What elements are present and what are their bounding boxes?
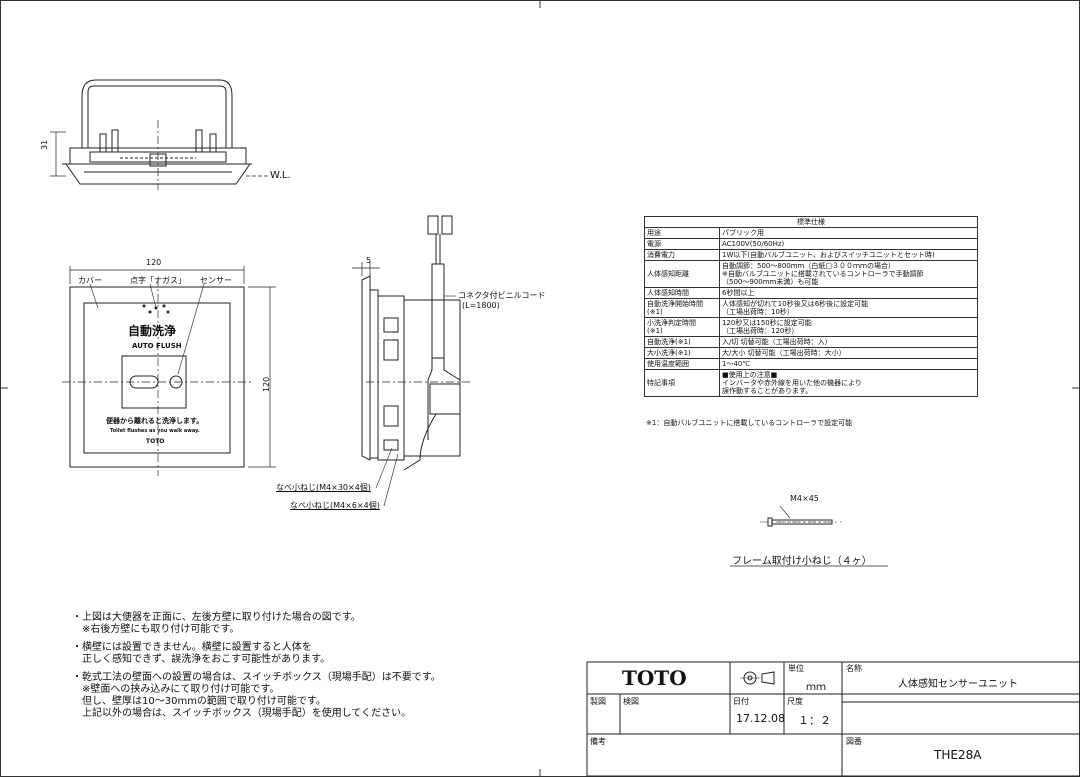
brand-logo: TOTO xyxy=(622,666,687,690)
drawn-label: 製図 xyxy=(590,697,606,706)
unit-value: ｍｍ xyxy=(806,682,826,693)
scale-label: 尺度 xyxy=(787,697,803,706)
spec-row: 人体感知距離自動調節：500～800mm（白紙□３００ｍｍの場合） ※自動バルブ… xyxy=(644,260,978,288)
panel-subtitle: AUTO FLUSH xyxy=(132,342,182,350)
panel-message-en: Toilet flushes as you walk away. xyxy=(110,428,200,434)
side-depth-dim: 5 xyxy=(366,256,372,265)
notes: ・上図は大便器を正面に、左後方壁に取り付けた場合の図です。 ※右後方壁にも取り付… xyxy=(72,612,512,726)
braille-label: 点字「ナガス」 xyxy=(130,276,186,285)
spec-key: 小洗浄判定時間 (※1) xyxy=(644,317,720,337)
note-2: ・横壁には設置できません。横壁に設置すると人体を 正しく感知できず、誤洗浄をおこ… xyxy=(72,642,331,665)
panel-brand: TOTO xyxy=(146,438,165,445)
spec-table-header: 標準仕様 xyxy=(644,216,978,228)
top-view xyxy=(50,79,268,190)
title-block xyxy=(586,661,1080,777)
name-label: 名称 xyxy=(846,664,862,673)
spec-row: 自動洗浄(※1)入/切 切替可能（工場出荷時：入） xyxy=(644,336,978,348)
note-1: ・上図は大便器を正面に、左後方壁に取り付けた場合の図です。 ※右後方壁にも取り付… xyxy=(72,612,361,635)
spec-key: 人体感知距離 xyxy=(644,260,720,288)
spec-key: 使用温度範囲 xyxy=(644,358,720,370)
frame-screw-size: M4×45 xyxy=(790,494,819,503)
panel-title: 自動洗浄 xyxy=(128,324,177,338)
spec-value: 6秒間以上 xyxy=(719,287,978,299)
spec-value: 120秒又は150秒に設定可能 （工場出荷時：120秒） xyxy=(719,317,978,337)
spec-row: 自動洗浄開始時間 (※1)人体感知が切れて10秒後又は6秒後に設定可能 （工場出… xyxy=(644,298,978,318)
spec-key: 自動洗浄(※1) xyxy=(644,336,720,348)
screw-label-1: なべ小ねじ(M4×30×4個) xyxy=(276,483,371,492)
spec-key: 用途 xyxy=(644,227,720,239)
screw-label-2: なべ小ねじ(M4×6×4個) xyxy=(290,501,380,510)
frame-screw-caption: フレーム取付け小ねじ（４ヶ） xyxy=(732,556,872,567)
spec-row: 特記事項■使用上の注意■ インバータや赤外線を用いた他の機器により 誤作動するこ… xyxy=(644,369,978,397)
spec-key: 大小洗浄(※1) xyxy=(644,347,720,359)
side-view xyxy=(352,215,470,507)
water-level-label: W.L. xyxy=(270,170,291,181)
frame-screw-drawing xyxy=(730,505,888,567)
spec-row: 小洗浄判定時間 (※1)120秒又は150秒に設定可能 （工場出荷時：120秒） xyxy=(644,317,978,337)
note-3: ・乾式工法の壁面への設置の場合は、スイッチボックス（現場手配）は不要です。 ※壁… xyxy=(72,672,441,719)
spec-key: 電源 xyxy=(644,238,720,250)
spec-value: 大/大小 切替可能（工場出荷時：大小） xyxy=(719,347,978,359)
spec-key: 消費電力 xyxy=(644,249,720,261)
spec-value: 自動調節：500～800mm（白紙□３００ｍｍの場合） ※自動バルブユニットに搭… xyxy=(719,260,978,288)
date-label: 日付 xyxy=(733,697,749,706)
spec-row: 大小洗浄(※1)大/大小 切替可能（工場出荷時：大小） xyxy=(644,347,978,359)
sensor-label: センサー xyxy=(200,276,232,285)
drawing-no-label: 図番 xyxy=(846,737,862,746)
spec-row: 用途パブリック用 xyxy=(644,227,978,239)
cord-label: コネクタ付ビニルコード xyxy=(458,291,546,300)
drawing-no: THE28A xyxy=(934,748,982,762)
remarks-label: 備考 xyxy=(590,737,606,746)
spec-value: 人体感知が切れて10秒後又は6秒後に設定可能 （工場出荷時：10秒） xyxy=(719,298,978,318)
spec-value: ■使用上の注意■ インバータや赤外線を用いた他の機器により 誤作動することがあり… xyxy=(719,369,978,397)
cord-length: (L=1800) xyxy=(462,301,500,310)
spec-value: 1W以下(自動バルブユニット、およびスイッチユニットとセット時) xyxy=(719,249,978,261)
spec-value: 入/切 切替可能（工場出荷時：入） xyxy=(719,336,978,348)
cover-label: カバー xyxy=(78,276,102,285)
spec-key: 特記事項 xyxy=(644,369,720,397)
drawing-name: 人体感知センサーユニット xyxy=(898,679,1018,690)
scale-value: １：２ xyxy=(798,714,831,727)
unit-label: 単位 xyxy=(788,664,804,673)
spec-value: 1～40℃ xyxy=(719,358,978,370)
front-height-dim: 120 xyxy=(262,376,271,392)
front-view xyxy=(62,266,276,476)
panel-message-jp: 便器から離れると洗浄します。 xyxy=(106,417,204,425)
front-width-dim: 120 xyxy=(146,258,162,267)
spec-value: パブリック用 xyxy=(719,227,978,239)
top-view-height-dim: 31 xyxy=(40,139,49,150)
spec-key: 自動洗浄開始時間 (※1) xyxy=(644,298,720,318)
spec-footnote: ※1：自動バルブユニットに搭載しているコントローラで設定可能 xyxy=(646,419,853,427)
spec-value: AC100V(50/60Hz) xyxy=(719,238,978,250)
spec-key: 人体感知時間 xyxy=(644,287,720,299)
checked-label: 検図 xyxy=(623,697,639,706)
date-value: 17.12.08 xyxy=(736,712,785,725)
